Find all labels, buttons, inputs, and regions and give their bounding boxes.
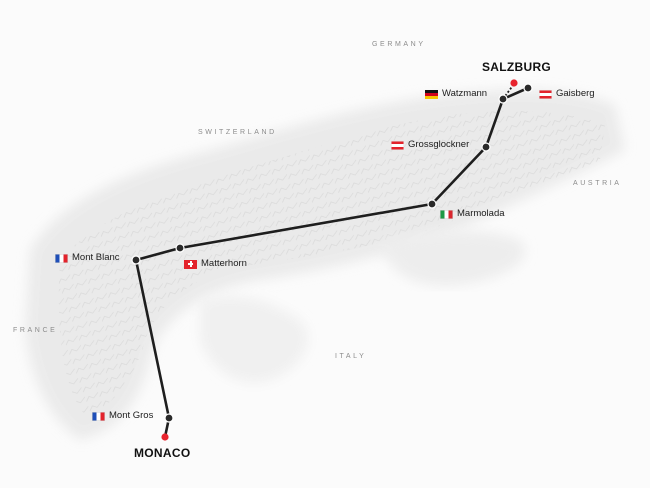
country-label-germany: GERMANY [372,41,426,48]
route-line-salzburg [502,83,515,100]
route-line [134,86,529,438]
city-label-salzburg[interactable]: SALZBURG [482,60,552,74]
peak-name: Marmolada [457,208,505,219]
peak-label-watzmann[interactable]: Watzmann [425,88,487,100]
peak-name: Gaisberg [556,88,595,99]
waypoint-gaisberg[interactable] [523,83,533,93]
peak-label-matterhorn[interactable]: Matterhorn [184,258,247,270]
peak-label-mont-blanc[interactable]: Mont Blanc [55,252,120,264]
waypoint-mont-blanc[interactable] [131,255,141,265]
peak-name: Mont Gros [109,410,154,421]
italy-flag-icon [440,209,453,219]
peak-label-gaisberg[interactable]: Gaisberg [539,88,595,100]
austria-flag-icon [391,140,404,150]
terrain-shading [25,89,625,441]
country-label-switzerland: SWITZERLAND [198,129,277,136]
waypoint-watzmann[interactable] [498,94,508,104]
peak-name: Mont Blanc [72,252,120,263]
peak-name: Watzmann [442,88,488,99]
peak-label-mont-gros[interactable]: Mont Gros [92,410,153,422]
country-label-austria: AUSTRIA [573,180,622,187]
country-label-italy: ITALY [335,353,367,360]
peak-name: Matterhorn [201,258,247,269]
austria-flag-icon [539,89,552,99]
country-label-france: FRANCE [13,327,58,334]
peak-label-grossglockner[interactable]: Grossglockner [391,139,469,151]
germany-flag-icon [425,89,438,99]
france-flag-icon [55,253,68,263]
waypoint-marmolada[interactable] [427,199,437,209]
endpoint-salzburg-marker[interactable] [510,79,518,87]
peak-name: Grossglockner [408,139,470,150]
waypoint-mont-gros[interactable] [164,413,174,423]
waypoint-matterhorn[interactable] [175,243,185,253]
city-label-monaco[interactable]: MONACO [134,446,191,460]
peak-label-marmolada[interactable]: Marmolada [440,208,505,220]
waypoint-grossglockner[interactable] [481,142,491,152]
france-flag-icon [92,411,105,421]
endpoint-monaco-marker[interactable] [161,433,169,441]
switzerland-flag-icon [184,259,197,269]
